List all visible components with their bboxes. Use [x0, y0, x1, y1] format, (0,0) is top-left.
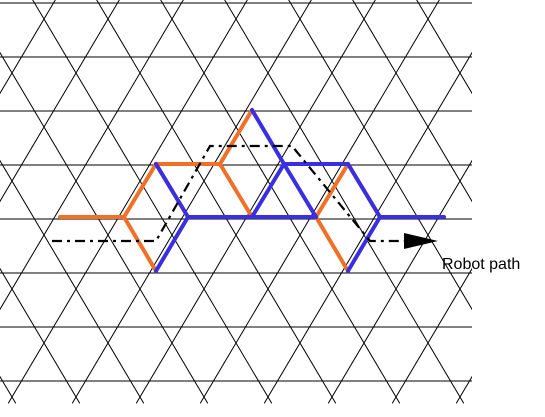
blue-path-segment [282, 162, 318, 219]
grid-diagonal-line [224, 0, 465, 404]
grid-diagonal-line [7, 0, 248, 404]
grid-diagonal-line [96, 0, 337, 404]
robot-path-label: Robot path [442, 256, 521, 273]
grid-diagonal-line [0, 51, 209, 404]
orange-path-segment [218, 162, 254, 219]
grid-diagonal-line [327, 159, 472, 404]
grid-diagonal-line [455, 375, 472, 404]
robot-path-line [52, 144, 418, 243]
grid-diagonal-line [520, 0, 545, 403]
orange-path-segment [218, 108, 254, 166]
orange-path-segment [122, 215, 158, 273]
grid-diagonal-line [199, 0, 440, 404]
grid-diagonal-line [391, 267, 472, 404]
blue-path-segment [154, 162, 190, 219]
robot-path-arrowhead [404, 233, 438, 249]
orange-path-segment [314, 215, 350, 273]
grid-diagonal-line [0, 0, 56, 95]
grid-diagonal-line [492, 0, 545, 403]
grid-diagonal-line [0, 0, 108, 403]
grid-diagonal-line [364, 0, 545, 403]
blue-path-segment [154, 215, 190, 273]
grid-diagonal-line [0, 375, 17, 404]
grid-diagonal-line [160, 0, 401, 404]
blue-hexagon-path [154, 108, 446, 273]
grid-diagonal-line [0, 0, 44, 403]
grid-diagonal-line [0, 267, 81, 404]
grid-diagonal-line [135, 0, 376, 404]
grid-diagonal-line [32, 0, 273, 404]
blue-path-segment [346, 215, 382, 273]
grid-diagonal-line [288, 0, 472, 311]
blue-path-segment [250, 162, 286, 219]
grid-diagonal-line [416, 0, 472, 95]
orange-hexagon-path [58, 108, 382, 273]
grid-diagonal-line [0, 0, 120, 203]
orange-path-segment [314, 162, 350, 219]
grid-diagonal-line [352, 0, 472, 203]
grid-diagonal-line [428, 0, 545, 403]
blue-path-segment [346, 162, 382, 219]
grid-diagonal-line [71, 0, 312, 404]
grid-diagonal-line [0, 0, 184, 311]
grid-diagonal-line [263, 51, 472, 404]
blue-path-segment [250, 108, 286, 166]
grid-diagonal-line [0, 159, 145, 404]
orange-path-segment [122, 162, 158, 219]
